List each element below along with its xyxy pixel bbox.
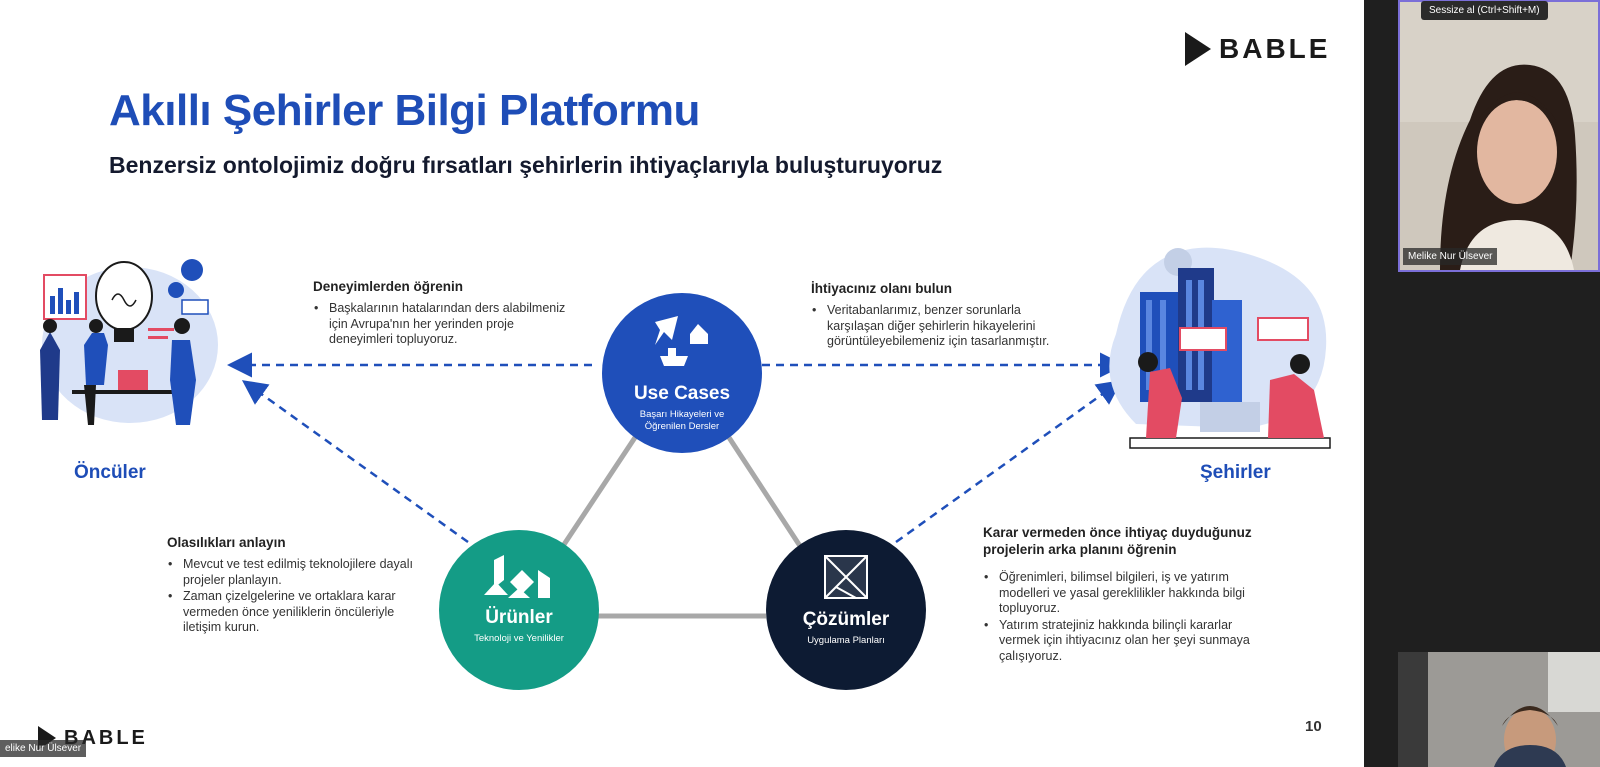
pioneers-illustration: [40, 259, 218, 425]
pioneers-label: Öncüler: [74, 462, 146, 483]
speaker-video-feed: [1400, 2, 1598, 270]
solutions-title: Çözümler: [802, 609, 890, 630]
products-label: Ürünler Teknoloji ve Yenilikler: [439, 607, 599, 645]
decide-heading-line2: projelerin arka planını öğrenin: [983, 542, 1177, 557]
learn-bullet: Başkalarının hatalarından ders alabilmen…: [313, 301, 583, 348]
participant-video-feed: [1398, 652, 1600, 767]
arrow-solutions-to-cities: [895, 380, 1123, 544]
presenter-name-tag: elike Nur Ülsever: [0, 740, 87, 757]
presentation-slide: BABLE Akıllı Şehirler Bilgi Platformu Be…: [0, 0, 1364, 767]
decide-bullet1-line3: topluyoruz.: [999, 601, 1061, 615]
products-icon: [484, 555, 550, 598]
cities-illustration: [1109, 247, 1331, 449]
cities-label: Şehirler: [1200, 462, 1271, 483]
slide-subtitle: Benzersiz ontolojimiz doğru fırsatları ş…: [109, 152, 943, 178]
slide-title: Akıllı Şehirler Bilgi Platformu: [109, 86, 700, 135]
use-cases-subtitle-line1: Başarı Hikayeleri ve: [639, 409, 725, 420]
bable-logo-top: BABLE: [1185, 32, 1330, 66]
connector-usecases-products: [560, 434, 639, 548]
decide-heading: Karar vermeden önce ihtiyaç duyduğunuz p…: [983, 524, 1283, 558]
use-cases-subtitle-line2: Öğrenilen Dersler: [644, 421, 720, 432]
find-bullet-line3: görüntüleyebilemeniz için tasarlanmıştır…: [827, 334, 1050, 348]
decide-bullet-1: Öğrenimleri, bilimsel bilgileri, iş ve y…: [983, 570, 1283, 617]
use-cases-circle: [602, 293, 762, 453]
solutions-icon: [824, 555, 868, 599]
decide-bullet2-line1: Yatırım stratejiniz hakkında bilinçli ka…: [999, 617, 1233, 632]
possibilities-bullet-1: Mevcut ve test edilmiş teknolojilere day…: [167, 557, 437, 588]
products-title: Ürünler: [485, 607, 553, 628]
learn-heading: Deneyimlerden öğrenin: [313, 279, 464, 294]
learn-from-experience-block: Deneyimlerden öğrenin Başkalarının hatal…: [313, 278, 583, 349]
learn-bullet-line1: Başkalarının hatalarından ders alabilmen…: [329, 301, 566, 315]
find-what-you-need-block: İhtiyacınız olanı bulun Veritabanlarımız…: [811, 280, 1091, 351]
possibilities-bullet1-line2: projeler planlayın.: [183, 572, 282, 587]
learn-bullet-line2: için Avrupa'nın her yerinden proje: [329, 316, 514, 331]
page-number: 10: [1305, 718, 1322, 735]
decide-bullet1-line2: modelleri ve yasal gereklilikler hakkınd…: [999, 585, 1245, 600]
decide-bullet2-line2: vermek için ihtiyacınız olan her şeyi su…: [999, 633, 1250, 647]
decide-bullet-2: Yatırım stratejiniz hakkında bilinçli ka…: [983, 618, 1283, 665]
bable-logo-text: BABLE: [1219, 33, 1331, 64]
connector-usecases-solutions: [725, 434, 803, 548]
arrow-products-to-pioneers: [241, 380, 469, 544]
solutions-subtitle: Uygulama Planları: [807, 635, 885, 646]
possibilities-bullet-2: Zaman çizelgelerine ve ortaklara karar v…: [167, 589, 437, 636]
possibilities-bullet2-line2: vermeden önce yeniliklerin öncüleriyle: [183, 604, 395, 619]
possibilities-bullet2-line1: Zaman çizelgelerine ve ortaklara karar: [183, 589, 396, 603]
decide-bullet2-line3: çalışıyoruz.: [999, 648, 1063, 663]
bable-logo-mark-icon: [1185, 32, 1211, 66]
participant-video-tile[interactable]: [1398, 652, 1600, 767]
use-cases-icon: [655, 316, 708, 366]
platform-diagram: [40, 247, 1331, 690]
speaker-video-tile[interactable]: [1398, 0, 1600, 272]
possibilities-heading: Olasılıkları anlayın: [167, 535, 286, 550]
use-cases-title: Use Cases: [633, 383, 731, 404]
learn-background-block: Karar vermeden önce ihtiyaç duyduğunuz p…: [983, 524, 1283, 665]
dashed-arrows: [227, 352, 1125, 544]
mute-tooltip: Sessize al (Ctrl+Shift+M): [1421, 1, 1548, 20]
speaker-name-tag: Melike Nur Ülsever: [1403, 248, 1498, 265]
learn-bullet-line3: deneyimleri topluyoruz.: [329, 332, 458, 346]
products-circle: [439, 530, 599, 690]
solutions-label: Çözümler Uygulama Planları: [766, 609, 926, 647]
find-bullet: Veritabanlarımız, benzer sorunlarla karş…: [811, 303, 1091, 350]
products-subtitle: Teknoloji ve Yenilikler: [474, 633, 564, 644]
find-bullet-line2: karşılaşan diğer şehirlerin hikayelerini: [827, 318, 1036, 333]
find-heading: İhtiyacınız olanı bulun: [811, 281, 953, 296]
find-bullet-line1: Veritabanlarımız, benzer sorunlarla: [827, 303, 1021, 317]
solutions-circle: [766, 530, 926, 690]
use-cases-label: Use Cases Başarı Hikayeleri ve Öğrenilen…: [602, 383, 762, 433]
triangle-connectors: [560, 434, 803, 619]
understand-possibilities-block: Olasılıkları anlayın Mevcut ve test edil…: [167, 534, 437, 637]
decide-heading-line1: Karar vermeden önce ihtiyaç duyduğunuz: [983, 525, 1252, 540]
possibilities-bullet2-line3: iletişim kurun.: [183, 620, 260, 634]
decide-bullet1-line1: Öğrenimleri, bilimsel bilgileri, iş ve y…: [999, 570, 1229, 584]
possibilities-bullet1-line1: Mevcut ve test edilmiş teknolojilere day…: [183, 557, 413, 571]
